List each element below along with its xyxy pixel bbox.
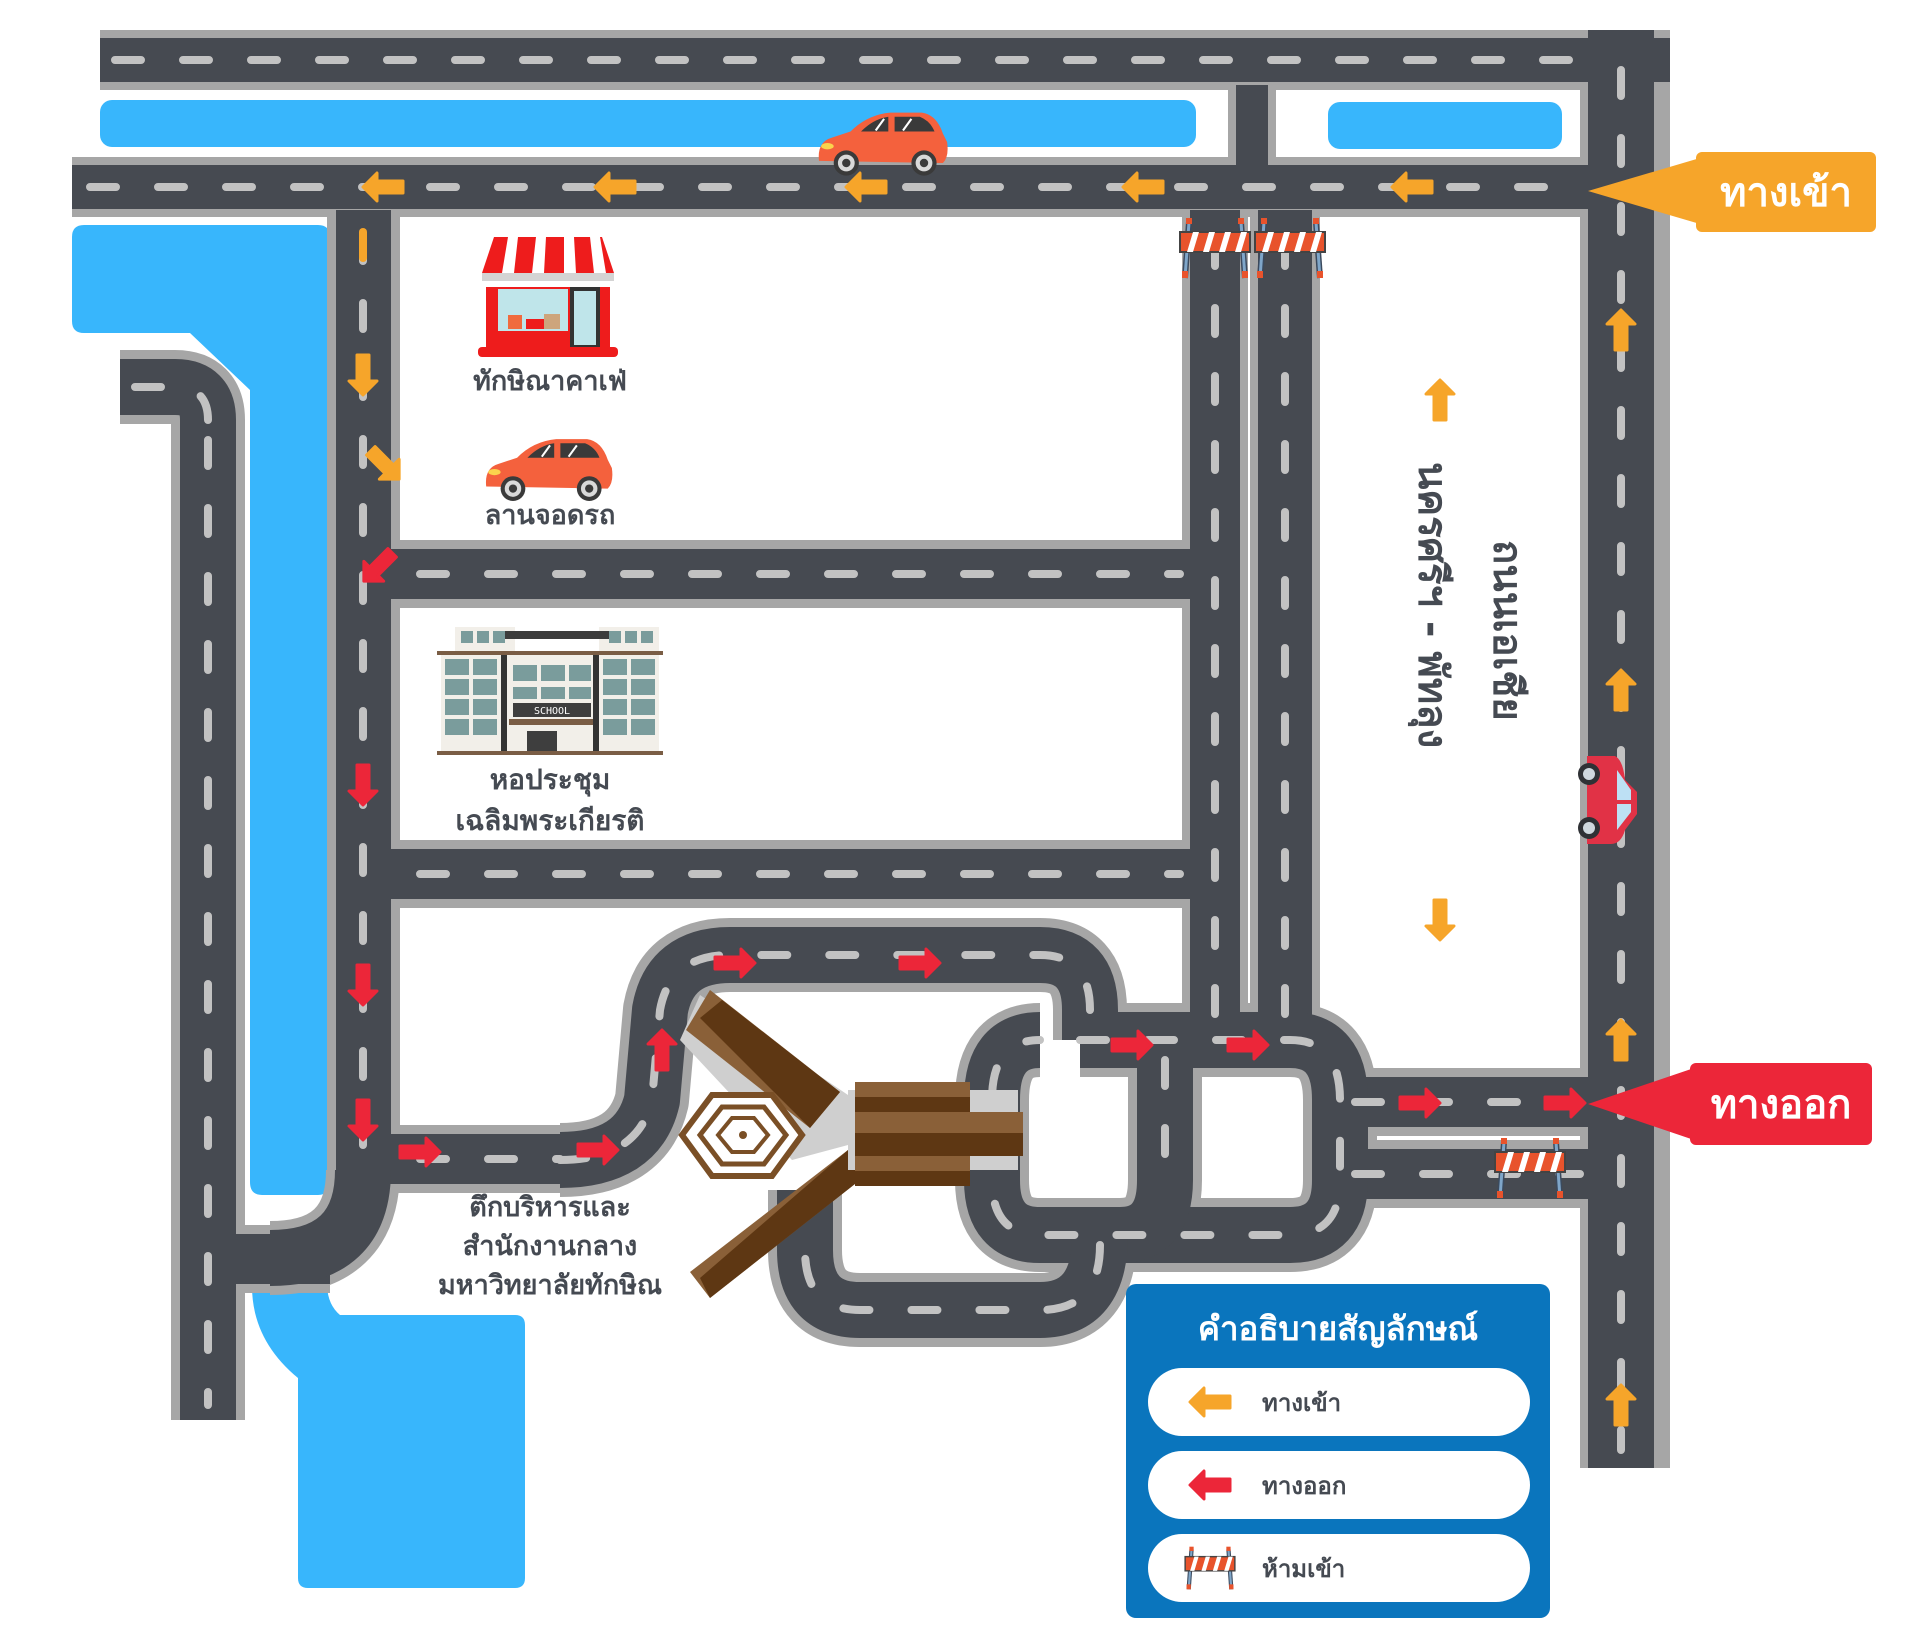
road-name-nakhon-phatthalung: นครศรีฯ - พัทลุง: [1409, 462, 1455, 749]
legend-item-no-entry: ห้ามเข้า: [1148, 1534, 1530, 1602]
hall-label-line-1: หอประชุม: [489, 763, 611, 796]
pond-bottom: [252, 1286, 525, 1588]
legend-label-no-entry: ห้ามเข้า: [1262, 1554, 1346, 1583]
exit-tag-pointer: [1588, 1066, 1700, 1142]
entrance-tag: ทางเข้า: [1696, 152, 1876, 232]
admin-label-line-1: ตึกบริหารและ: [469, 1192, 631, 1223]
school-sign: SCHOOL: [534, 706, 570, 717]
legend-label-entrance: ทางเข้า: [1262, 1388, 1342, 1417]
hall-label-line-2: เฉลิมพระเกียรติ: [455, 803, 645, 837]
entrance-tag-pointer: [1588, 158, 1700, 224]
legend-panel: คำอธิบายสัญลักษณ์ ทางเข้า ทางออก ห้ามเข้…: [1126, 1284, 1550, 1618]
orange-left-arrow-icon: [1180, 1377, 1240, 1427]
canal-top: [100, 100, 1196, 147]
red-car-icon: [1578, 756, 1637, 844]
cafe-label: ทักษิณาคาเฟ่: [473, 366, 627, 397]
legend-item-entrance: ทางเข้า: [1148, 1368, 1530, 1436]
admin-label-line-2: สำนักงานกลาง: [462, 1231, 638, 1263]
road-barrier-icon: [1180, 1543, 1240, 1593]
road-name-asia: ถนนเอเชีย: [1484, 540, 1530, 721]
red-left-arrow-icon: [1180, 1460, 1240, 1510]
parking-label: ลานจอดรถ: [484, 500, 616, 531]
admin-label: ตึกบริหารและ สำนักงานกลาง มหาวิทยาลัยทัก…: [410, 1188, 690, 1305]
legend-label-exit: ทางออก: [1262, 1471, 1347, 1500]
legend-item-exit: ทางออก: [1148, 1451, 1530, 1519]
entry-route-arrows: [347, 171, 1637, 1427]
shop-icon: [478, 237, 618, 357]
hall-label: หอประชุม เฉลิมพระเกียรติ: [400, 760, 700, 841]
canal-top-right: [1328, 102, 1562, 149]
legend-title: คำอธิบายสัญลักษณ์: [1197, 1309, 1479, 1348]
admin-label-line-3: มหาวิทยาลัยทักษิณ: [437, 1270, 663, 1302]
university-building-icon: [678, 990, 1023, 1298]
roads: [72, 30, 1670, 1468]
water-bodies: [72, 100, 1562, 1588]
exit-tag: ทางออก: [1690, 1063, 1872, 1145]
parking-car-icon: [484, 438, 614, 502]
school-building-icon: SCHOOL: [437, 627, 663, 755]
pond-left: [72, 225, 330, 1195]
